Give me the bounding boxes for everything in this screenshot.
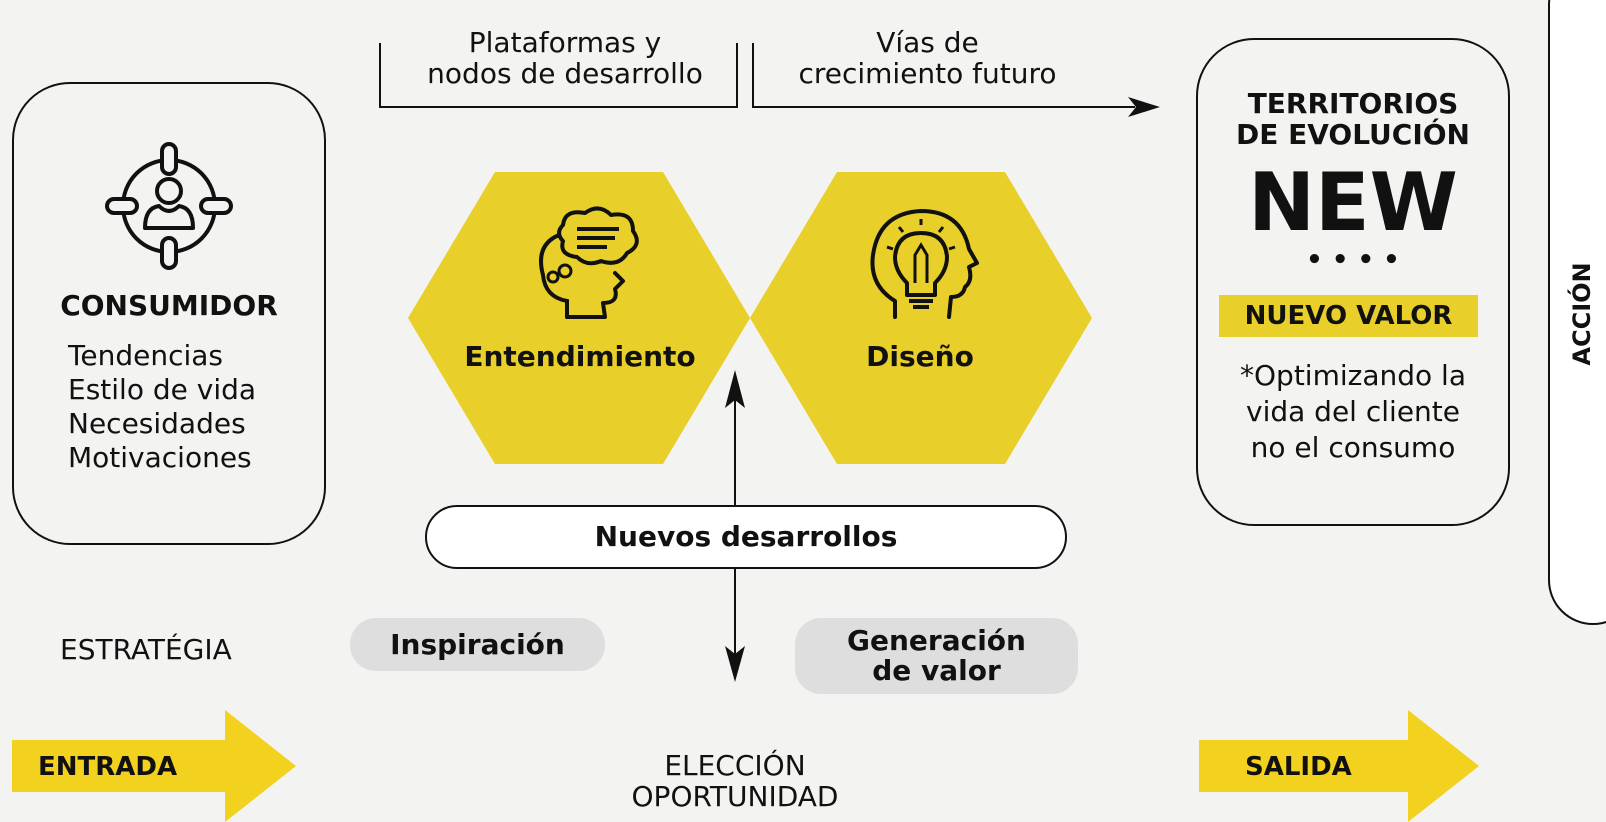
consumer-list: Tendencias Estilo de vida Necesidades Mo…	[68, 339, 256, 475]
strategy-label: ESTRATÉGIA	[60, 633, 232, 666]
action-label: ACCIÓN	[1568, 262, 1596, 366]
hexagon-diseno	[750, 172, 1092, 464]
thinking-head-icon	[539, 206, 639, 319]
hexagon-label-diseno: Diseño	[866, 340, 974, 373]
consumer-item: Estilo de vida	[68, 373, 257, 406]
nuevos-desarrollos-pill: Nuevos desarrollos	[425, 505, 1067, 569]
exit-arrow-shape	[1199, 710, 1479, 822]
new-heading: NEW	[1248, 156, 1458, 249]
up-arrowhead	[725, 370, 745, 408]
nuevo-valor-badge: NUEVO VALOR	[1219, 295, 1478, 337]
target-user-icon	[105, 142, 233, 270]
dots-separator: • • • •	[1306, 245, 1400, 275]
lightbulb-head-icon	[870, 209, 979, 319]
consumer-item: Motivaciones	[68, 441, 252, 474]
consumer-card: CONSUMIDOR Tendencias Estilo de vida Nec…	[12, 82, 326, 545]
choice-label: ELECCIÓN OPORTUNIDAD	[631, 749, 839, 813]
platforms-bracket	[379, 43, 738, 108]
consumer-item: Tendencias	[68, 339, 223, 372]
hexagon-label-entendimiento: Entendimiento	[464, 340, 696, 373]
exit-label: SALIDA	[1245, 752, 1352, 782]
growth-bracket-arrow	[752, 43, 1135, 108]
inspiracion-pill: Inspiración	[350, 618, 605, 671]
consumer-title: CONSUMIDOR	[60, 289, 278, 322]
territories-note: *Optimizando la vida del cliente no el c…	[1240, 359, 1466, 464]
consumer-item: Necesidades	[68, 407, 246, 440]
platforms-label: Plataformas y nodos de desarrollo	[427, 26, 703, 90]
territories-title: TERRITORIOS DE EVOLUCIÓN	[1235, 87, 1470, 151]
growth-arrowhead	[1128, 97, 1160, 117]
territories-card: TERRITORIOS DE EVOLUCIÓN NEW • • • • NUE…	[1196, 38, 1510, 526]
entry-label: ENTRADA	[38, 752, 178, 782]
down-arrowhead	[725, 646, 745, 682]
generacion-valor-pill: Generación de valor	[795, 618, 1078, 694]
growth-label: Vías de crecimiento futuro	[798, 26, 1057, 90]
action-side-tab	[1548, 0, 1606, 625]
entry-arrow-shape	[12, 710, 296, 822]
